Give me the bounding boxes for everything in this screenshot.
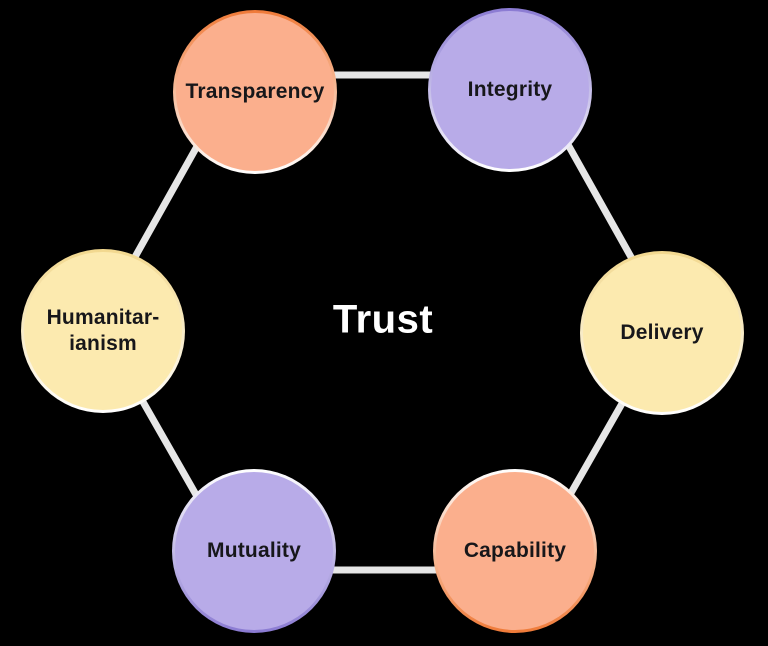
- node-integrity-label: Integrity: [431, 11, 589, 169]
- center-title: Trust: [332, 297, 434, 342]
- node-transparency-label: Transparency: [176, 13, 334, 171]
- node-integrity: Integrity: [428, 8, 592, 172]
- node-capability-label: Capability: [436, 472, 594, 630]
- node-mutuality: Mutuality: [172, 469, 336, 633]
- node-transparency: Transparency: [173, 10, 337, 174]
- node-mutuality-label: Mutuality: [175, 472, 333, 630]
- node-delivery-label: Delivery: [583, 254, 741, 412]
- node-humanitarianism: Humanitar- ianism: [21, 249, 185, 413]
- node-delivery: Delivery: [580, 251, 744, 415]
- node-capability: Capability: [433, 469, 597, 633]
- node-humanitarianism-label: Humanitar- ianism: [24, 252, 182, 410]
